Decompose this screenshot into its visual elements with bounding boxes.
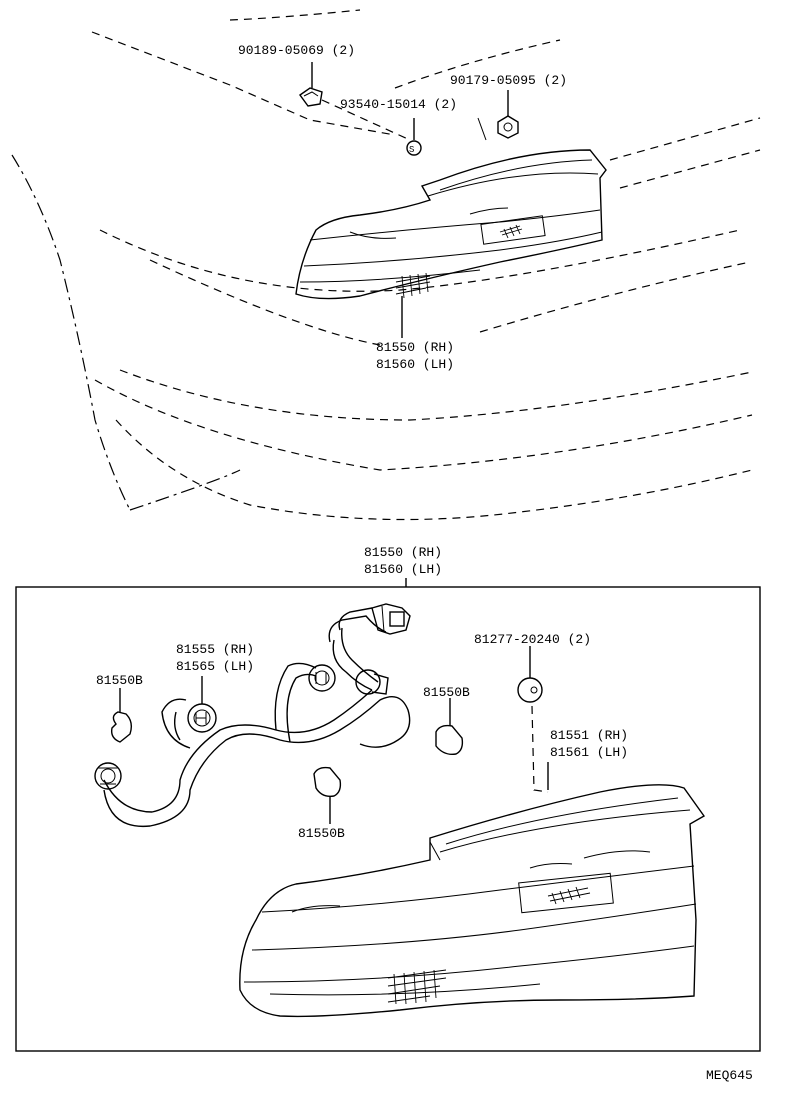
- diagram-code: MEQ645: [706, 1068, 753, 1083]
- label-93540: 93540-15014 (2): [340, 97, 457, 112]
- label-bulb-right: 81550B: [423, 685, 470, 700]
- label-lamp-lh: 81560 (LH): [376, 357, 454, 372]
- label-bulb-bottom: 81550B: [298, 826, 345, 841]
- label-lens-rh: 81551 (RH): [550, 728, 628, 743]
- socket-left-icon: [94, 762, 122, 790]
- socket-upper-icon: [308, 664, 336, 692]
- label-lamp-rh: 81550 (RH): [376, 340, 454, 355]
- label-bulb-left: 81550B: [96, 673, 143, 688]
- nut-90189-icon: [299, 62, 323, 107]
- bulb-bottom-icon: [313, 766, 342, 824]
- connector-plug-icon: [371, 603, 411, 635]
- stud-leader-line: [321, 99, 411, 141]
- socket-right-icon: [355, 669, 389, 695]
- nut-90179-icon: [497, 90, 519, 139]
- gasket-leader-line: [531, 705, 549, 793]
- socket-81555-icon: [187, 676, 217, 733]
- label-90179: 90179-05095 (2): [450, 73, 567, 88]
- label-assy-rh: 81550 (RH): [364, 545, 442, 560]
- installed-tail-lamp: [295, 149, 607, 338]
- assembly-frame: [15, 586, 761, 1052]
- label-lens-lh: 81561 (LH): [550, 745, 628, 760]
- wire-harness: [103, 607, 411, 828]
- gasket-81277-icon: [517, 646, 543, 703]
- tail-lamp-lens: [239, 762, 706, 1018]
- washer-93540-icon: S: [406, 118, 422, 156]
- label-gasket: 81277-20240 (2): [474, 632, 591, 647]
- bulb-right-icon: [435, 698, 464, 756]
- clip-leader-line: [477, 117, 487, 141]
- label-socket-lh: 81565 (LH): [176, 659, 254, 674]
- label-assy-lh: 81560 (LH): [364, 562, 442, 577]
- label-90189: 90189-05069 (2): [238, 43, 355, 58]
- car-body-outline: [11, 9, 761, 521]
- label-socket-rh: 81555 (RH): [176, 642, 254, 657]
- svg-text:S: S: [409, 145, 414, 155]
- bulb-left-icon: [110, 688, 133, 743]
